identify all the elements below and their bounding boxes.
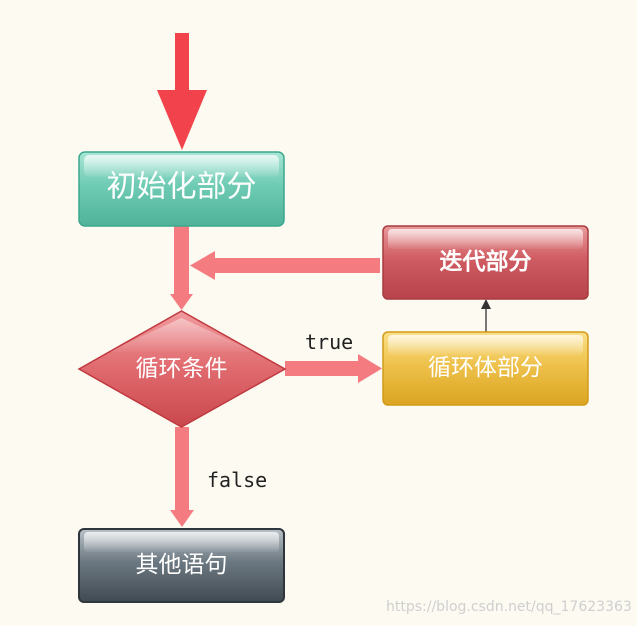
- arrow-init-to-condition: [170, 226, 193, 310]
- node-body: 循环体部分: [382, 331, 589, 406]
- watermark: https://blog.csdn.net/qq_17623363: [386, 599, 632, 615]
- entry-arrow: [157, 33, 207, 150]
- arrow-condition-to-other: [170, 427, 194, 527]
- arrow-condition-to-body: [285, 354, 382, 383]
- node-condition-label: 循环条件: [136, 356, 228, 382]
- node-iteration-label: 迭代部分: [440, 248, 532, 275]
- node-init-label: 初始化部分: [107, 170, 257, 205]
- edge-label-true: true: [305, 330, 353, 354]
- node-other: 其他语句: [78, 528, 285, 603]
- node-condition: 循环条件: [77, 310, 287, 428]
- node-other-label: 其他语句: [136, 552, 228, 578]
- node-body-label: 循环体部分: [428, 355, 543, 381]
- node-iteration: 迭代部分: [382, 225, 589, 300]
- arrow-iteration-to-condition-line: [190, 251, 380, 280]
- edge-label-false: false: [207, 468, 267, 492]
- node-init: 初始化部分: [78, 151, 285, 227]
- arrow-body-to-iteration: [481, 299, 491, 332]
